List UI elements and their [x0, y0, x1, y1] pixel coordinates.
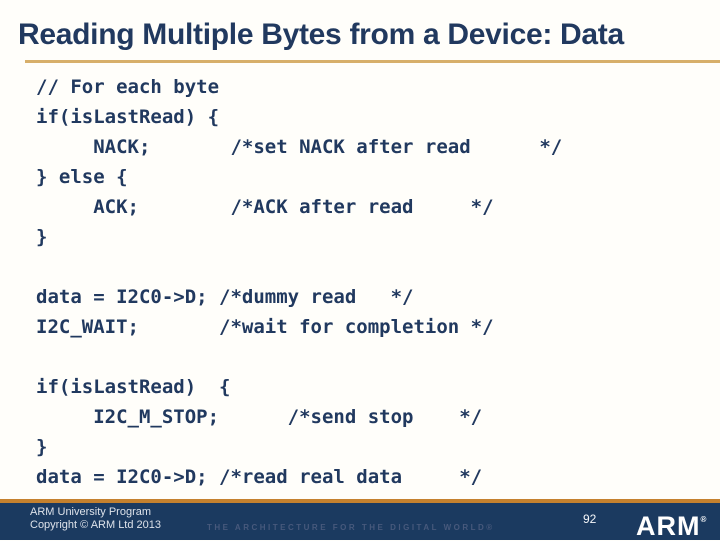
code-line: NACK; /*set NACK after read */ [36, 136, 563, 158]
code-line: } else { [36, 166, 128, 188]
title-underline-rule [25, 60, 720, 63]
code-line: I2C_M_STOP; /*send stop */ [36, 406, 483, 428]
code-line: } [36, 226, 48, 248]
footer-org-line1: ARM University Program [30, 506, 152, 518]
code-line: if(isLastRead) { [36, 376, 231, 398]
code-line: data = I2C0->D; /*read real data */ [36, 466, 483, 488]
arm-logo: ARM® [636, 505, 706, 541]
registered-trademark-icon: ® [700, 515, 707, 524]
footer-top-rule [0, 499, 720, 503]
code-block: // For each byte if(isLastRead) { NACK; … [36, 72, 562, 492]
footer-organization: ARM University Program Copyright © ARM L… [30, 506, 161, 532]
slide-title: Reading Multiple Bytes from a Device: Da… [18, 18, 624, 51]
code-line [36, 252, 562, 282]
code-line: I2C_WAIT; /*wait for completion */ [36, 316, 494, 338]
code-line: ACK; /*ACK after read */ [36, 196, 494, 218]
code-line: data = I2C0->D; /*dummy read */ [36, 286, 414, 308]
footer-bar: ARM University Program Copyright © ARM L… [0, 503, 720, 541]
code-line: // For each byte [36, 76, 220, 98]
footer-tagline: THE ARCHITECTURE FOR THE DIGITAL WORLD® [207, 523, 495, 532]
code-line: } [36, 436, 48, 458]
arm-logo-text: ARM [636, 511, 701, 541]
code-line: if(isLastRead) { [36, 106, 220, 128]
code-line [36, 342, 562, 372]
footer-copyright: Copyright © ARM Ltd 2013 [30, 519, 162, 531]
page-number: 92 [583, 512, 597, 526]
